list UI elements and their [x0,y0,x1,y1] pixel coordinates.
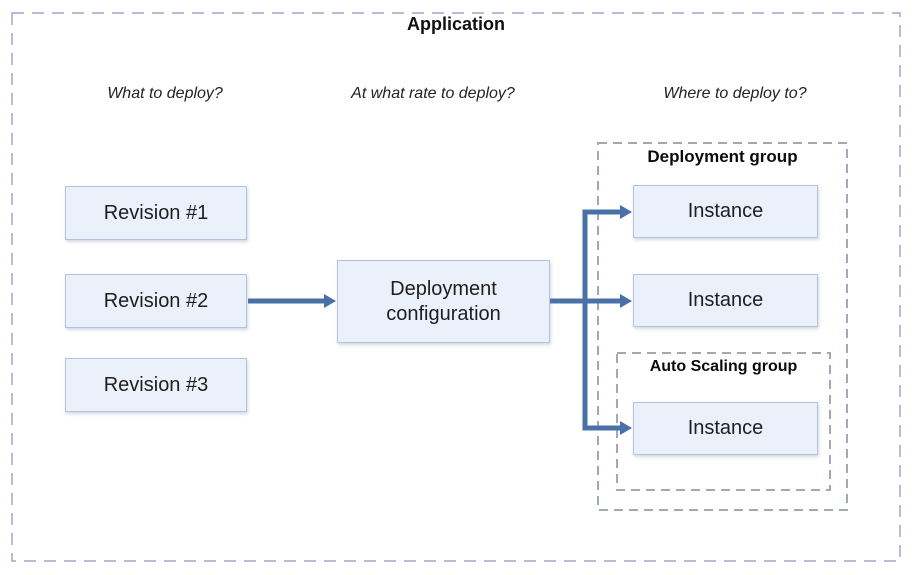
auto-scaling-group-boundary [616,352,831,491]
arrowhead-branch-to-instance1 [620,205,632,219]
question-what-to-deploy: What to deploy? [107,85,223,102]
instance-box-1: Instance [633,185,818,238]
question-where-to-deploy: Where to deploy to? [663,85,807,102]
revision-3-box: Revision #3 [65,358,247,412]
auto-scaling-group-label: Auto Scaling group [649,358,798,375]
application-title: Application [407,14,505,34]
revision-1-box: Revision #1 [65,186,247,240]
revision-2-box: Revision #2 [65,274,247,328]
deployment-group-label: Deployment group [647,147,798,166]
arrowhead-revision2-to-config [324,294,336,308]
deployment-configuration-box: Deployment configuration [337,260,550,343]
instance-box-2: Instance [633,274,818,327]
application-boundary [11,12,901,562]
arrowhead-config-to-instance2 [620,294,632,308]
deployment-group-boundary [597,142,848,511]
question-rate-to-deploy: At what rate to deploy? [351,85,515,102]
instance-box-3: Instance [633,402,818,455]
arrowhead-branch-to-instance3 [620,421,632,435]
